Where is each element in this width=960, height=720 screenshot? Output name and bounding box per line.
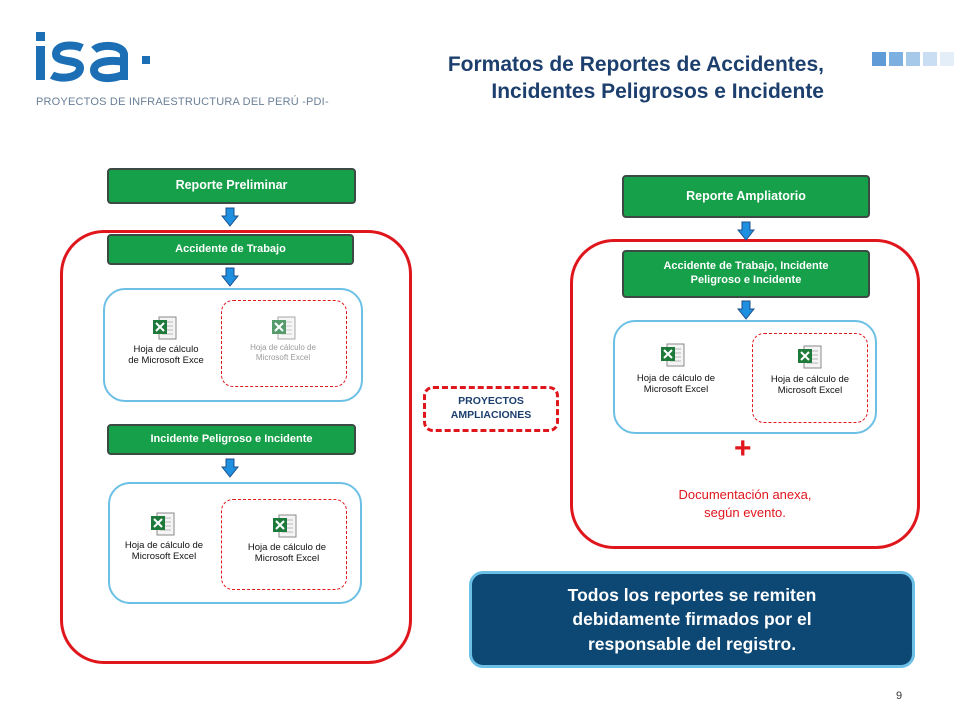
plus-icon: + (734, 432, 752, 465)
proyectos-ampliaciones-box: PROYECTOS AMPLIACIONES (423, 386, 559, 432)
incidente-peligroso-label: Incidente Peligroso e Incidente (150, 432, 313, 445)
note-line-2: debidamente firmados por el (572, 609, 812, 630)
documentacion-anexa-text: Documentación anexa, según evento. (640, 486, 850, 522)
documentacion-line-1: Documentación anexa, (678, 487, 812, 502)
signature-note-box: Todos los reportes se remiten debidament… (469, 571, 915, 668)
reporte-ampliatorio-header: Reporte Ampliatorio (622, 175, 870, 218)
right-red-frame (570, 239, 920, 549)
accidente-incidente-label-2: Peligroso e Incidente (690, 274, 802, 286)
excel-icon[interactable] (272, 514, 298, 540)
down-arrow-icon (221, 458, 239, 478)
reporte-preliminar-header: Reporte Preliminar (107, 168, 356, 204)
note-line-1: Todos los reportes se remiten (567, 584, 817, 605)
down-arrow-icon (737, 221, 755, 241)
proyectos-label: PROYECTOS (458, 395, 524, 408)
logo-subtitle: PROYECTOS DE INFRAESTRUCTURA DEL PERÚ -P… (36, 96, 329, 108)
isa-logo (36, 32, 150, 83)
page-number: 9 (896, 690, 903, 702)
down-arrow-icon (221, 207, 239, 227)
accidente-incidente-header: Accidente de Trabajo, Incidente Peligros… (622, 250, 870, 298)
accidente-files-box (103, 288, 363, 402)
reporte-preliminar-label: Reporte Preliminar (175, 178, 288, 193)
deco-square (940, 52, 954, 66)
excel-icon[interactable] (271, 316, 297, 342)
pending-file-slot (752, 333, 868, 423)
ampliaciones-label: AMPLIACIONES (450, 409, 532, 421)
accidente-trabajo-label: Accidente de Trabajo (175, 242, 286, 255)
deco-square (923, 52, 937, 66)
down-arrow-icon (221, 267, 239, 287)
excel-icon[interactable] (660, 343, 686, 369)
page-title-line-2: Incidentes Peligrosos e Incidente (491, 80, 824, 103)
excel-file-label: Hoja de cálculo de Microsoft Excel (770, 374, 850, 397)
page-title-line-1: Formatos de Reportes de Accidentes, (447, 53, 824, 76)
pending-file-slot (221, 300, 347, 387)
reporte-ampliatorio-label: Reporte Ampliatorio (686, 188, 806, 203)
accidente-incidente-label-1: Accidente de Trabajo, Incidente (663, 260, 829, 273)
down-arrow-icon (737, 300, 755, 320)
excel-file-label: Hoja de cálculo de Microsoft Exce (128, 344, 204, 367)
excel-icon[interactable] (797, 345, 823, 371)
excel-file-label: Hoja de cálculo de Microsoft Excel (636, 373, 716, 396)
excel-file-label: Hoja de cálculo de Microsoft Excel (247, 542, 327, 565)
ampliatorio-files-box (613, 320, 877, 434)
incidente-files-box (108, 482, 362, 604)
excel-file-label: Hoja de cálculo de Microsoft Excel (250, 343, 316, 362)
note-line-3: responsable del registro. (587, 633, 797, 654)
excel-file-label: Hoja de cálculo de Microsoft Excel (124, 540, 204, 563)
documentacion-line-2: según evento. (704, 505, 786, 521)
excel-icon[interactable] (150, 512, 176, 538)
excel-icon[interactable] (152, 316, 178, 342)
incidente-peligroso-header: Incidente Peligroso e Incidente (107, 424, 356, 455)
deco-square (889, 52, 903, 66)
left-red-frame (60, 230, 412, 664)
deco-square (906, 52, 920, 66)
deco-square (872, 52, 886, 66)
pending-file-slot (221, 499, 347, 590)
accidente-trabajo-header: Accidente de Trabajo (107, 234, 354, 265)
